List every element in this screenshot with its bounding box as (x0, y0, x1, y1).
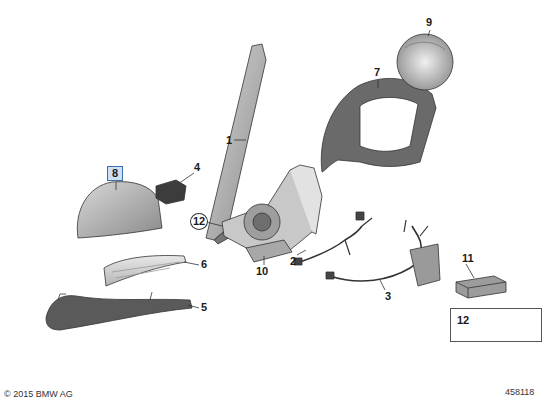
callout-number: 5 (201, 302, 207, 313)
callout-number: 3 (385, 291, 391, 302)
copyright-note: © 2015 BMW AG (4, 390, 73, 399)
callout-number: 10 (256, 266, 268, 277)
turn-signal (104, 256, 186, 287)
mirror-cap (77, 182, 162, 238)
callout-number: 6 (201, 259, 207, 270)
callout-number: 7 (374, 67, 380, 78)
callout-circle: 12 (190, 213, 208, 230)
small-part (456, 276, 506, 298)
callout-number: 2 (290, 256, 296, 267)
bracket-part (246, 240, 292, 262)
wiring-harness (300, 226, 362, 262)
callout-number: 12 (193, 216, 205, 227)
mirror-glass (397, 34, 453, 90)
callout-number: 12 (457, 315, 469, 326)
drawing-number: 458118 (505, 388, 534, 397)
callout-number: 8 (112, 168, 118, 179)
part-box: 12 (450, 308, 542, 342)
callout-number: 1 (226, 135, 232, 146)
callout-number: 9 (426, 17, 432, 28)
callout-number: 4 (194, 162, 200, 173)
trim-strip (46, 296, 192, 330)
mirror-housing (321, 78, 436, 172)
leader-lines (116, 30, 474, 308)
fold-motor (156, 180, 186, 204)
callout-box: 8 (107, 166, 123, 181)
callout-number: 11 (462, 253, 474, 264)
wiring-harness (330, 226, 421, 281)
